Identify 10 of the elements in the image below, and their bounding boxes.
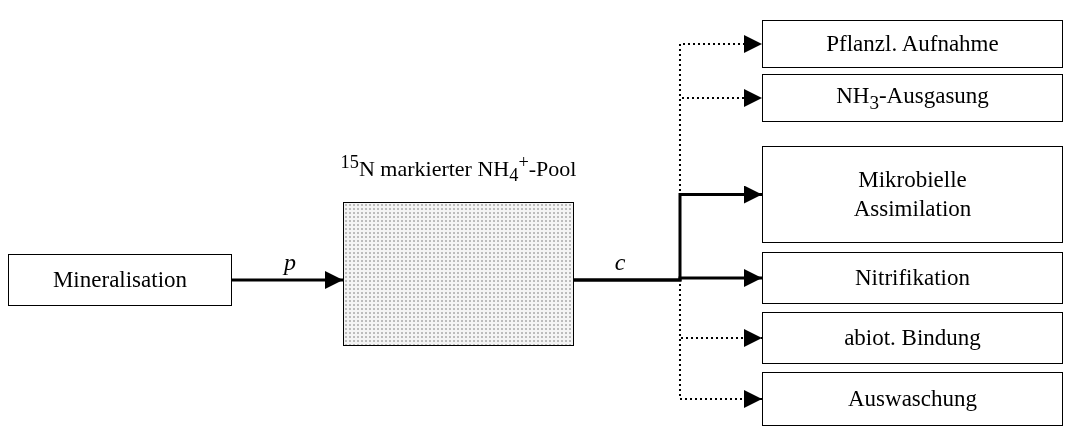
arrow	[574, 269, 762, 287]
process-box: Pflanzl. Aufnahme	[762, 20, 1063, 68]
process-box: Nitrifikation	[762, 252, 1063, 304]
process-box: abiot. Bindung	[762, 312, 1063, 364]
process-box: Mikrobielle Assimilation	[762, 146, 1063, 243]
arrow	[232, 271, 343, 289]
process-box: Auswaschung	[762, 372, 1063, 426]
pool-heading: $^{15}$N markierter NH$_{4}$$^{+}$-Pool	[340, 152, 577, 188]
process-box: Mineralisation	[8, 254, 232, 306]
process-box: NH$_{3}$-Ausgasung	[762, 74, 1063, 122]
